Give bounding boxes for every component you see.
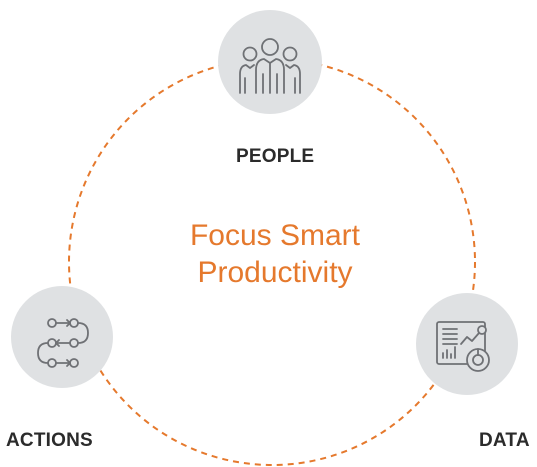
people-node xyxy=(218,10,322,114)
people-label: PEOPLE xyxy=(236,146,315,167)
cycle-ring xyxy=(68,58,476,466)
people-icon xyxy=(239,38,301,94)
data-label: DATA xyxy=(479,430,530,451)
data-node xyxy=(416,293,518,395)
center-title-line1: Focus Smart xyxy=(189,219,361,252)
actions-label: ACTIONS xyxy=(6,430,93,451)
actions-node xyxy=(11,286,113,388)
data-node-circle xyxy=(416,293,518,395)
actions-node-circle xyxy=(11,286,113,388)
analytics-dashboard-icon xyxy=(436,321,490,372)
center-title-line2: Productivity xyxy=(197,256,353,289)
workflow-icon xyxy=(37,318,89,368)
center-title: Focus Smart Productivity xyxy=(150,217,400,291)
